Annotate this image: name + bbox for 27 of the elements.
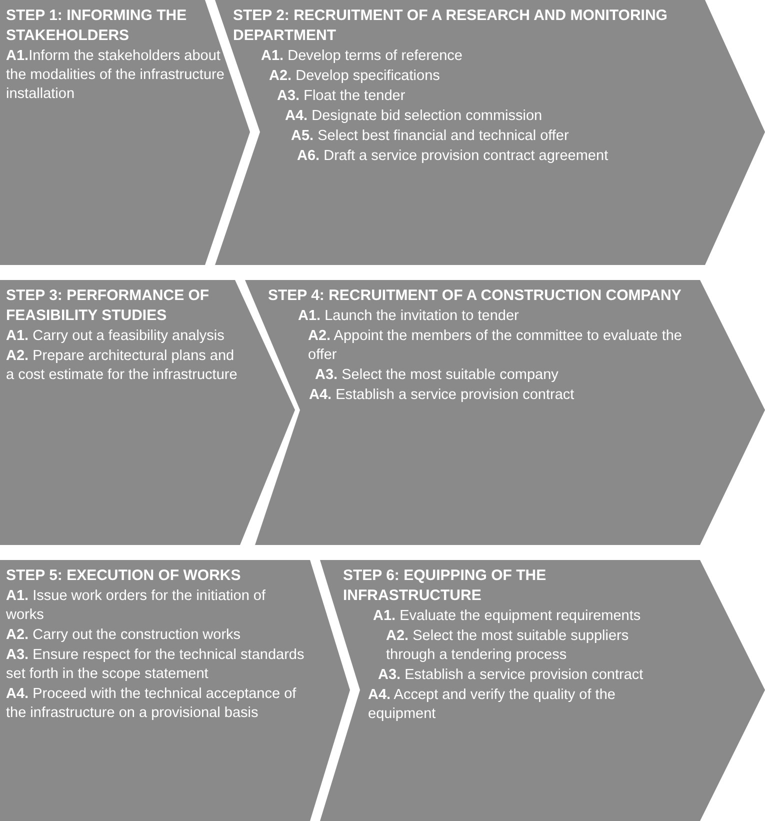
activity-text: A3. Select the most suitable company bbox=[315, 366, 560, 385]
activity-text: A2. Prepare architectural plans and a cost estimate for the infrastructure bbox=[6, 347, 238, 385]
activity-text: A4. Accept and verify the quality of the equipment bbox=[368, 686, 616, 724]
activity-text: A1.Inform the stakeholders about the modalities of the infrastructure installation bbox=[6, 47, 226, 104]
activity-text: A2. Carry out the construction works bbox=[6, 626, 242, 645]
step-heading: STEP 6: EQUIPPING OF THE INFRASTRUCTURE bbox=[343, 566, 548, 606]
activity-text: A5. Select best financial and technical offer bbox=[291, 127, 570, 146]
step-heading: STEP 4: RECRUITMENT OF A CONSTRUCTION COMPANY bbox=[268, 286, 682, 306]
activity-text: A1. Evaluate the equipment requirements bbox=[373, 607, 642, 626]
step-heading: STEP 2: RECRUITMENT OF A RESEARCH AND MONITORING DEPARTMENT bbox=[233, 6, 668, 46]
activity-text: A1. Launch the invitation to tender bbox=[298, 307, 520, 326]
activity-text: A1. Develop terms of reference bbox=[261, 47, 464, 66]
activity-text: A1. Carry out a feasibility analysis bbox=[6, 327, 226, 346]
activity-text: A6. Draft a service provision contract agreement bbox=[297, 147, 610, 166]
step-heading: STEP 1: INFORMING THE STAKEHOLDERS bbox=[6, 6, 188, 46]
activity-text: A4. Designate bid selection commission bbox=[285, 107, 544, 126]
step-heading: STEP 5: EXECUTION OF WORKS bbox=[6, 566, 242, 586]
step-heading: STEP 3: PERFORMANCE OF FEASIBILITY STUDIES bbox=[6, 286, 210, 326]
activity-text: A4. Proceed with the technical acceptance of the infrastructure on a provisional basis bbox=[6, 685, 298, 723]
activity-text: A3. Float the tender bbox=[277, 87, 406, 106]
activity-text: A1. Issue work orders for the initiation of works bbox=[6, 587, 267, 625]
activity-text: A3. Ensure respect for the technical standards set forth in the scope statement bbox=[6, 646, 306, 684]
activity-text: A2. Select the most suitable suppliers through a tendering process bbox=[386, 627, 630, 665]
activity-text: A3. Establish a service provision contract bbox=[378, 666, 644, 685]
activity-text: A2. Develop specifications bbox=[269, 67, 441, 86]
activity-text: A4. Establish a service provision contract bbox=[309, 386, 576, 405]
activity-text: A2. Appoint the members of the committee to evaluate the offer bbox=[308, 327, 683, 365]
